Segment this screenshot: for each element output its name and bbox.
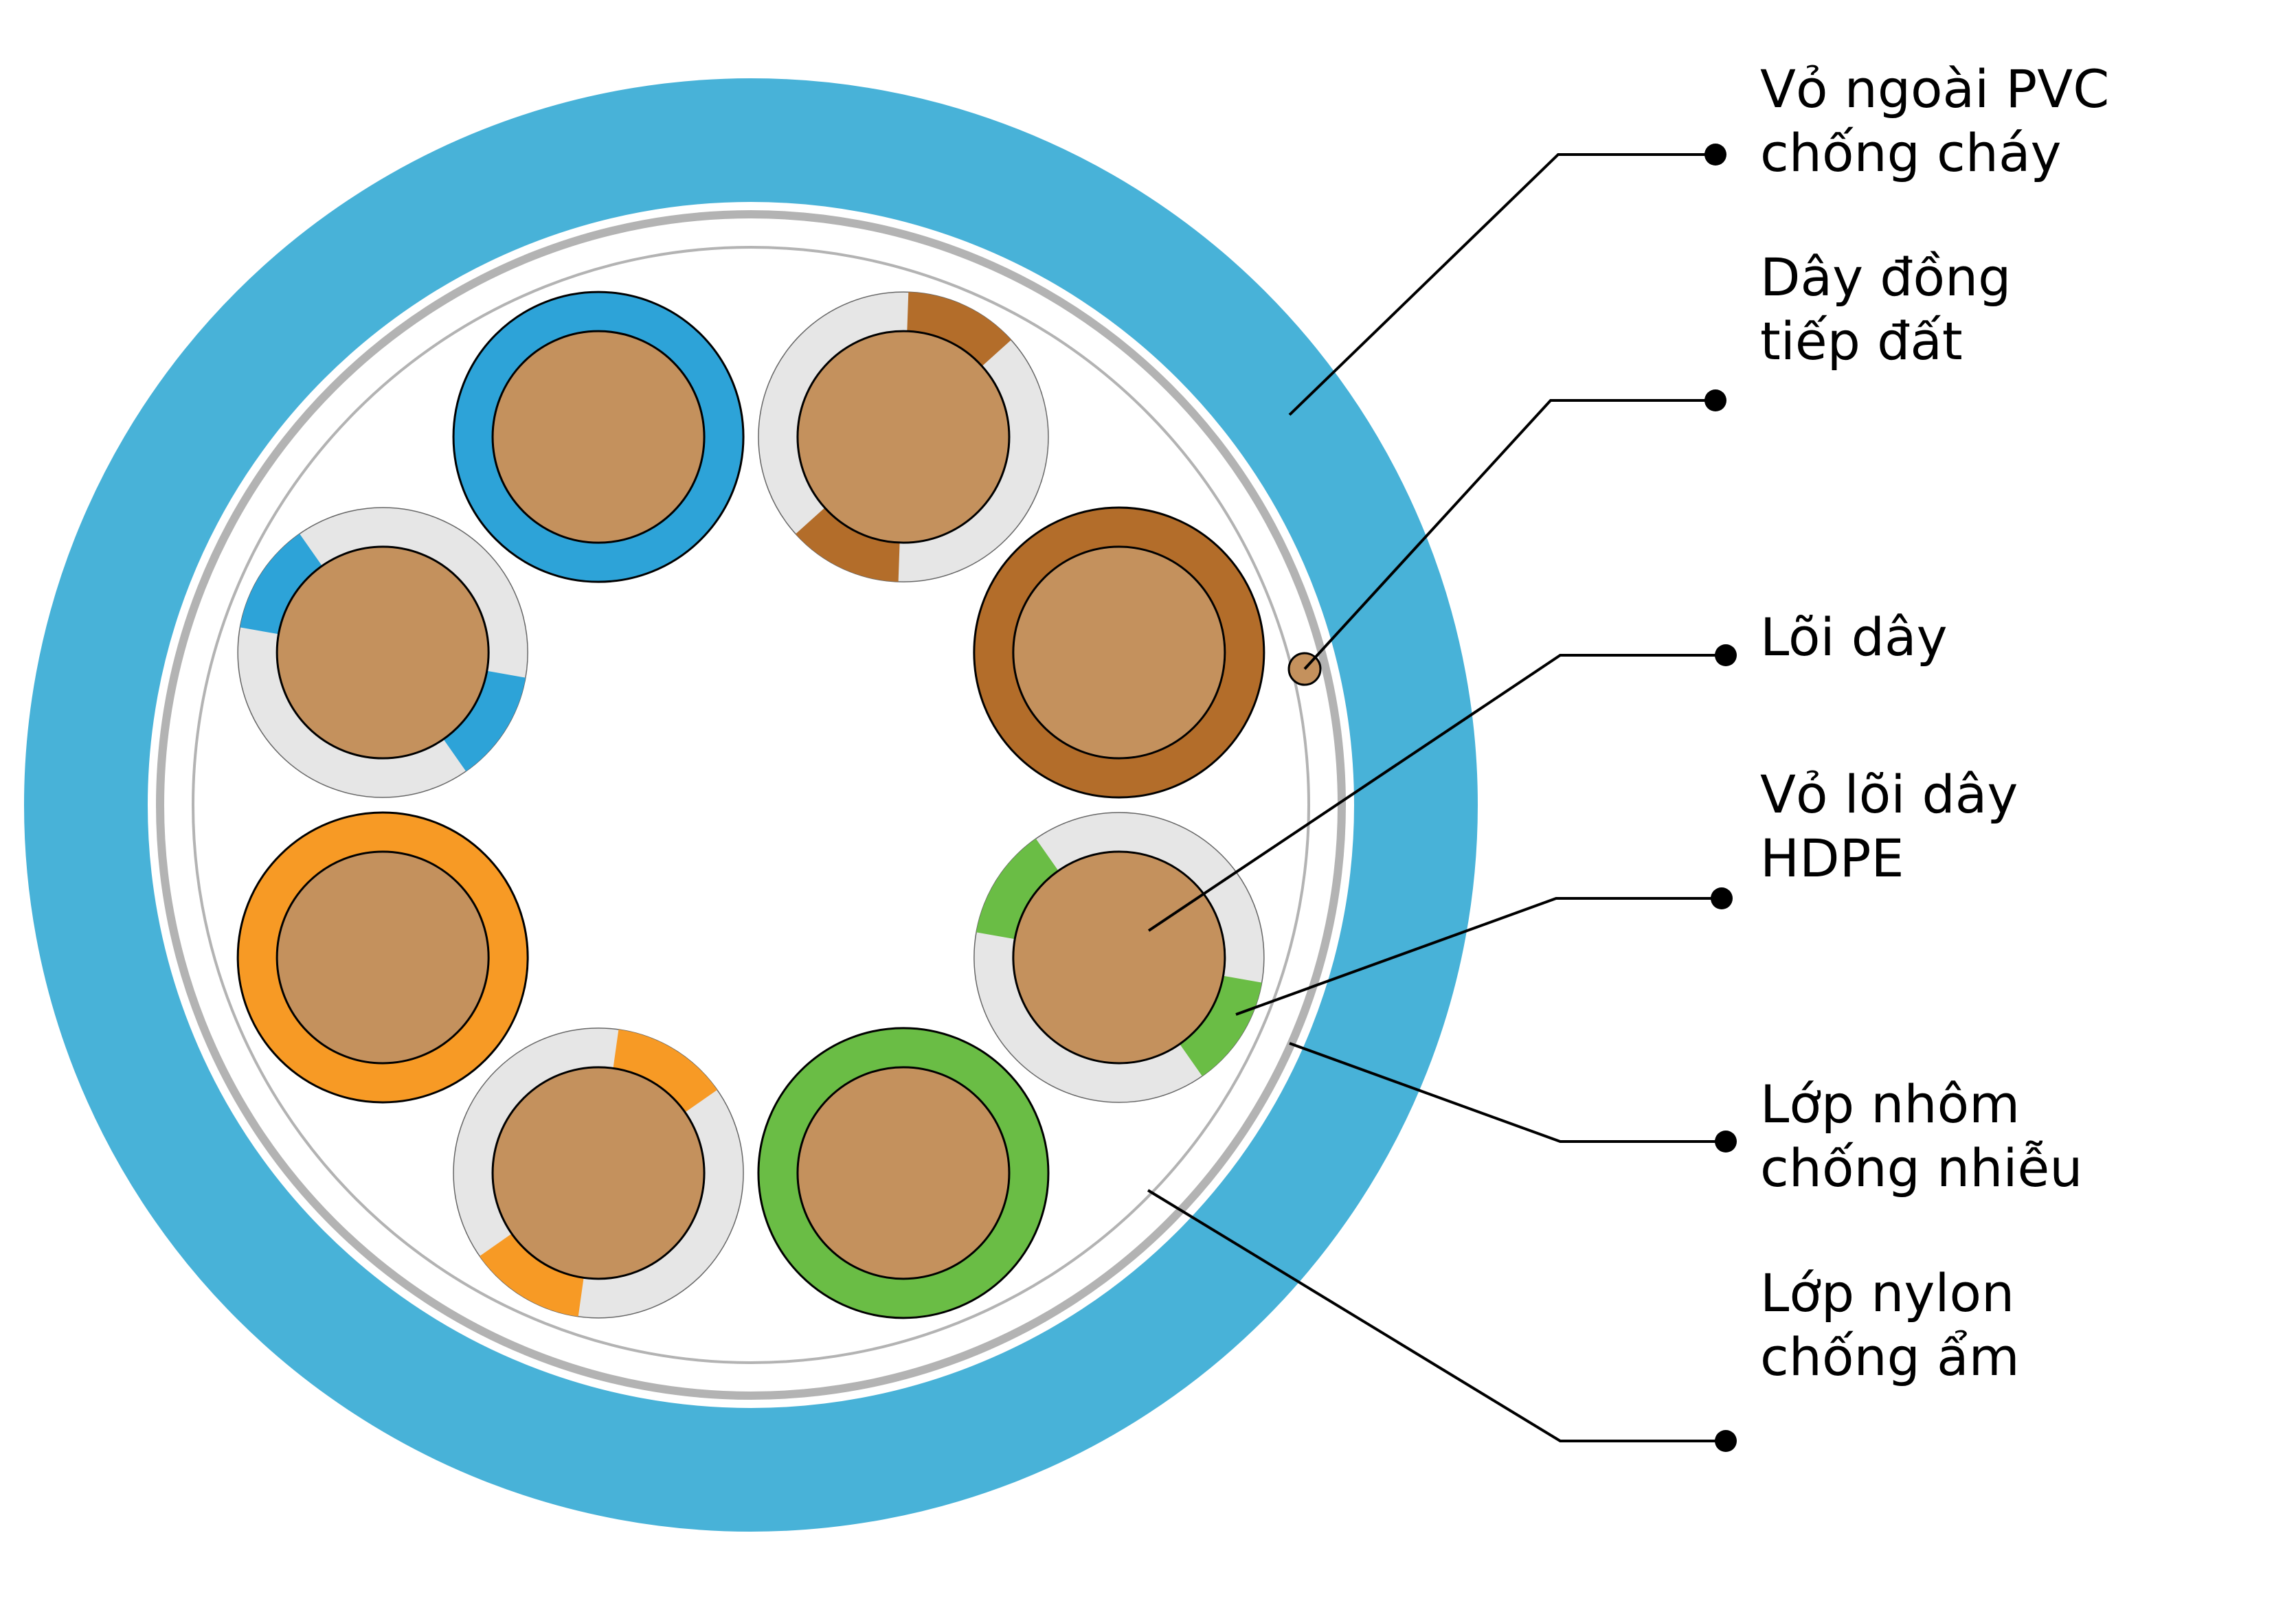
bullet-pvc-jacket <box>1704 144 1726 166</box>
insulation-stripe <box>907 292 1011 367</box>
leader-line-pvc-jacket <box>1288 153 1715 416</box>
insulation-stripe <box>443 670 526 771</box>
cable-body <box>24 78 1478 1532</box>
nylon-wrap <box>192 246 1310 1364</box>
label-line: Lớp nylon <box>1760 1262 2014 1324</box>
label-conductor: Lõi dây <box>1760 606 1948 668</box>
insulation-stripe <box>796 508 900 582</box>
insulation-stripe <box>1180 975 1262 1076</box>
leader-lines <box>1147 144 1737 1452</box>
conductor-orange-solid <box>236 811 529 1104</box>
label-line: Vỏ ngoài PVC <box>1760 58 2109 120</box>
leader-line-drain-wire <box>1303 399 1715 670</box>
label-line: Lớp nhôm <box>1760 1074 2020 1135</box>
label-line: Lõi dây <box>1760 606 1948 668</box>
label-line: chống ẩm <box>1760 1326 2020 1387</box>
copper-core <box>491 330 706 544</box>
label-line: chống cháy <box>1760 122 2062 183</box>
label-line: Vỏ lõi dây <box>1760 764 2018 825</box>
conductor-green-striped <box>973 812 1265 1103</box>
copper-core <box>1012 545 1226 760</box>
conductor-brown-striped <box>758 291 1049 582</box>
conductor-brown-solid <box>973 506 1265 799</box>
conductor-green-solid <box>757 1027 1050 1319</box>
bullet-drain-wire <box>1704 389 1726 411</box>
label-line: tiếp đất <box>1760 310 1963 372</box>
copper-core <box>491 1066 706 1280</box>
label-line: Dây đồng <box>1760 247 2011 308</box>
insulation-stripe <box>240 534 322 635</box>
insulation-stripe <box>976 839 1059 940</box>
bullet-nylon-wrap <box>1715 1430 1737 1452</box>
aluminum-shield <box>156 210 1346 1400</box>
copper-core <box>1012 850 1226 1065</box>
insulation-stripe <box>613 1029 717 1113</box>
copper-core <box>275 545 490 760</box>
leader-line-nylon-wrap <box>1147 1189 1726 1442</box>
conductor-blue-striped <box>237 507 528 798</box>
leader-line-aluminum-shield <box>1289 1042 1726 1143</box>
leader-line-hdpe-insulation <box>1235 897 1722 1016</box>
copper-core <box>275 850 490 1065</box>
insulation-stripe <box>480 1234 584 1317</box>
copper-core <box>796 330 1011 544</box>
bullet-hdpe-insulation <box>1711 887 1733 909</box>
label-line: chống nhiễu <box>1760 1137 2082 1199</box>
label-line: HDPE <box>1760 828 1904 889</box>
conductor-orange-striped <box>453 1028 744 1319</box>
bullet-conductor <box>1715 644 1737 666</box>
conductor-blue-solid <box>452 291 745 583</box>
bullet-aluminum-shield <box>1715 1131 1737 1153</box>
pvc-jacket <box>24 78 1478 1532</box>
copper-core <box>796 1066 1011 1280</box>
leader-line-conductor <box>1147 654 1726 932</box>
